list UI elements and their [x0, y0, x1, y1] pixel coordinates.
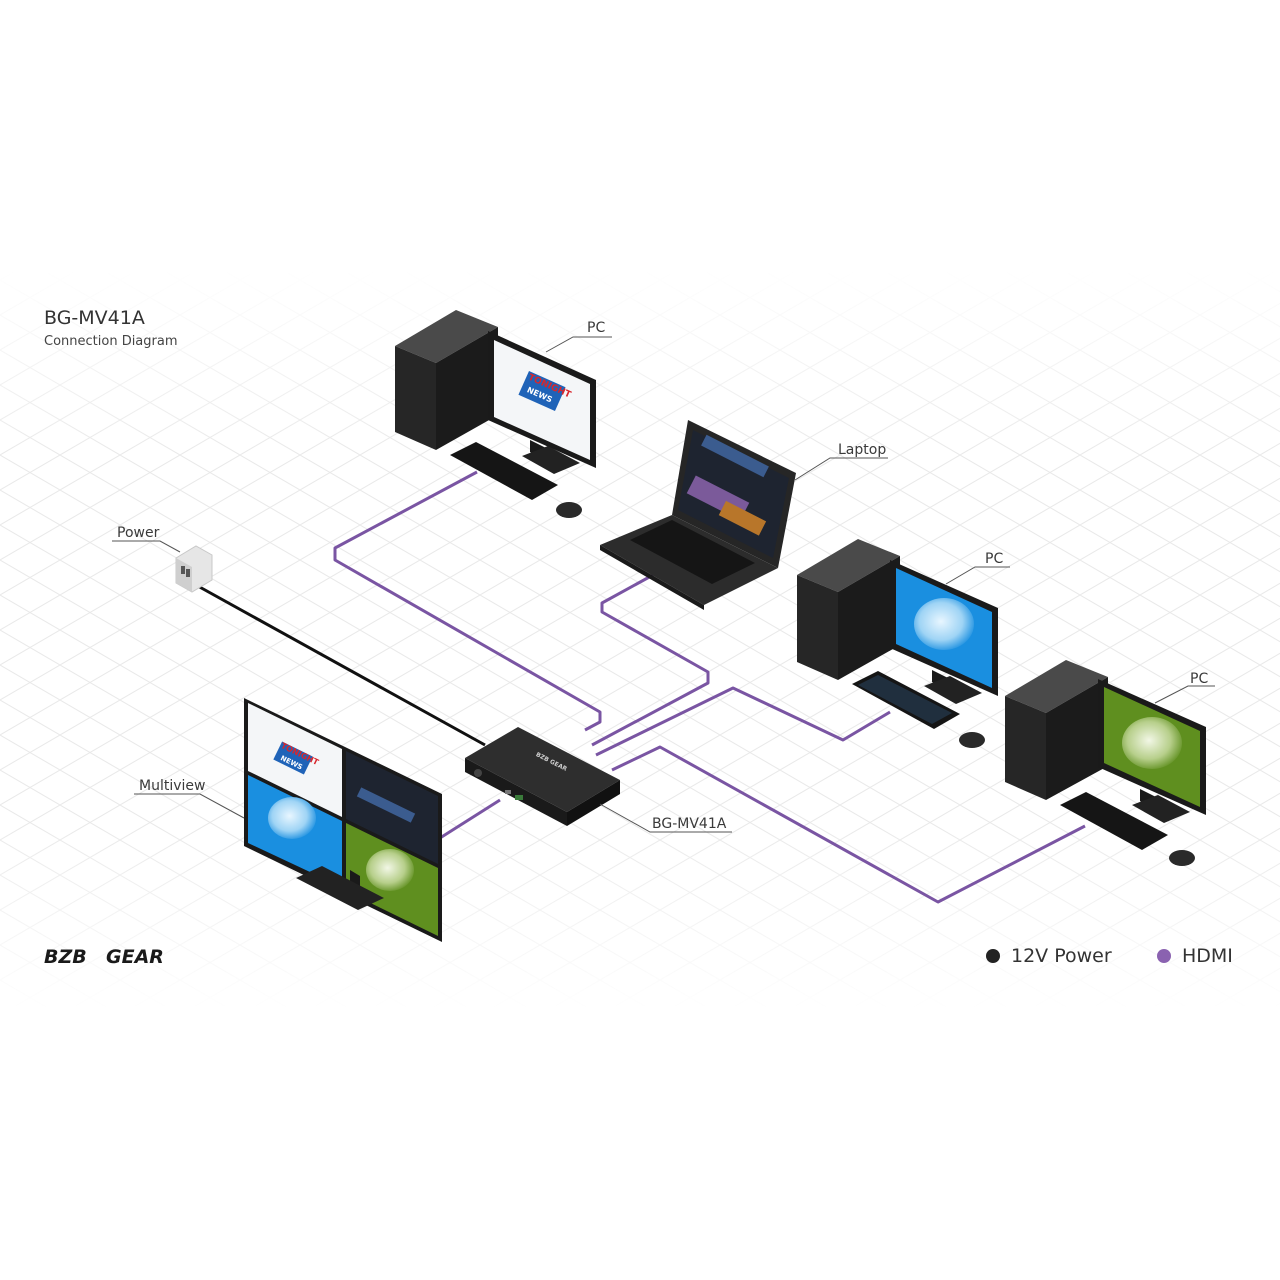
pc-right	[1005, 660, 1206, 866]
hdmi-cable-pc-mid	[595, 686, 891, 757]
power-outlet	[175, 545, 213, 593]
label-pc-top: PC	[587, 320, 605, 336]
diagram-title: BG-MV41A	[44, 307, 145, 329]
svg-text:GEAR: GEAR	[106, 946, 164, 968]
legend-hdmi-label: HDMI	[1182, 945, 1233, 967]
label-pc-right: PC	[1190, 671, 1208, 687]
hdmi-cable-pc-right	[611, 745, 1086, 904]
multiview-monitor: TONIGHT NEWS	[244, 698, 442, 942]
legend: 12V Power HDMI	[986, 945, 1233, 967]
label-power: Power	[117, 525, 160, 541]
hdmi-cable-multiview	[439, 798, 501, 840]
pc-mid-mouse	[959, 732, 985, 748]
hdmi-cables	[333, 470, 1086, 904]
pc-top: TONIGHT NEWS	[395, 310, 596, 518]
legend-power-label: 12V Power	[1011, 945, 1112, 967]
label-multiview: Multiview	[139, 778, 205, 794]
pc-top-mouse	[556, 502, 582, 518]
hdmi-cable-pc-top	[333, 470, 602, 732]
power-cable	[195, 583, 486, 747]
legend-hdmi-swatch	[1157, 949, 1171, 963]
laptop	[600, 420, 796, 610]
pc-mid	[797, 539, 998, 748]
background-grid	[0, 270, 1280, 1010]
legend-power-swatch	[986, 949, 1000, 963]
label-pc-mid: PC	[985, 551, 1003, 567]
svg-text:BZB: BZB	[44, 946, 87, 968]
label-device: BG-MV41A	[652, 816, 727, 832]
bzbgear-logo: BZB GEAR	[44, 946, 164, 968]
bg-mv41a-device: BZB GEAR	[465, 727, 620, 826]
hdmi-cable-laptop	[591, 573, 710, 747]
diagram-subtitle: Connection Diagram	[44, 334, 178, 349]
pc-right-mouse	[1169, 850, 1195, 866]
label-laptop: Laptop	[838, 442, 886, 458]
